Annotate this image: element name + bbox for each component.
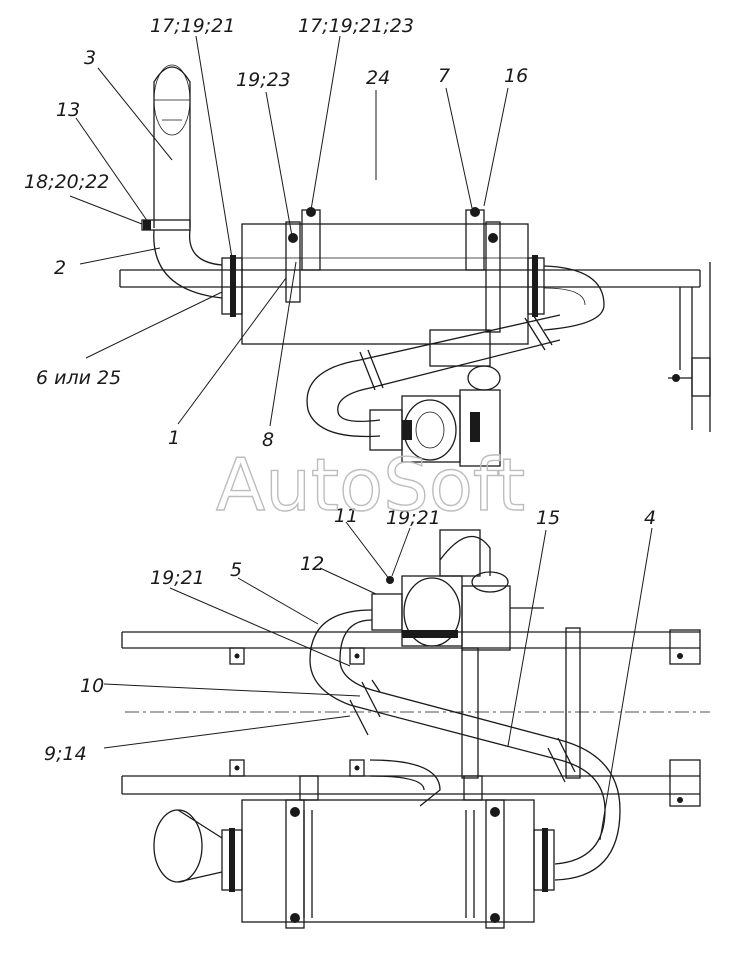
callout-16: 16 <box>504 65 528 87</box>
turbocharger-bottom <box>371 529 544 779</box>
bottom-view <box>121 529 710 929</box>
callout-24: 24 <box>366 67 390 89</box>
callout-12: 12 <box>300 553 324 575</box>
exhaust-stack <box>141 64 191 231</box>
turbocharger-top <box>369 365 501 467</box>
long-pipe-bottom <box>309 609 621 881</box>
callout-17-19-21: 17;19;21 <box>150 15 235 37</box>
frame-rail-top <box>119 262 711 432</box>
callout-1: 1 <box>168 427 180 449</box>
return-pipe-top <box>543 265 605 331</box>
intake-pipe-top <box>306 312 561 438</box>
muffler-bottom <box>221 775 555 929</box>
callout-3: 3 <box>84 47 96 69</box>
frame-rail-upper <box>121 627 701 779</box>
muffler-top <box>221 223 545 345</box>
callout-19-23: 19;23 <box>236 69 291 91</box>
callout-17-19-21-23: 17;19;21;23 <box>298 15 414 37</box>
callout-8: 8 <box>262 429 274 451</box>
callout-18-20-22: 18;20;22 <box>24 171 109 193</box>
callout-5: 5 <box>230 559 242 581</box>
callout-10: 10 <box>80 675 104 697</box>
callout-2: 2 <box>54 257 66 279</box>
elbow-pipe <box>153 229 223 299</box>
short-pipe-bottom <box>369 759 441 807</box>
callout-19-21-b: 19;21 <box>386 507 441 529</box>
top-view <box>119 64 711 467</box>
callout-15: 15 <box>536 507 560 529</box>
callout-6-or-25: 6 или 25 <box>36 367 121 389</box>
watermark: AutoSoft <box>216 443 525 527</box>
callout-11: 11 <box>334 505 358 527</box>
leader-lines <box>69 35 653 841</box>
callout-labels: 17;19;21 17;19;21;23 3 19;23 24 7 16 13 … <box>24 15 656 765</box>
callout-19-21-c: 19;21 <box>150 567 205 589</box>
callout-4: 4 <box>644 507 656 529</box>
callout-7: 7 <box>438 65 450 87</box>
frame-rail-lower <box>121 759 701 807</box>
callout-13: 13 <box>56 99 80 121</box>
callout-9-14: 9;14 <box>44 743 87 765</box>
tailpipe-bottom <box>153 809 223 883</box>
